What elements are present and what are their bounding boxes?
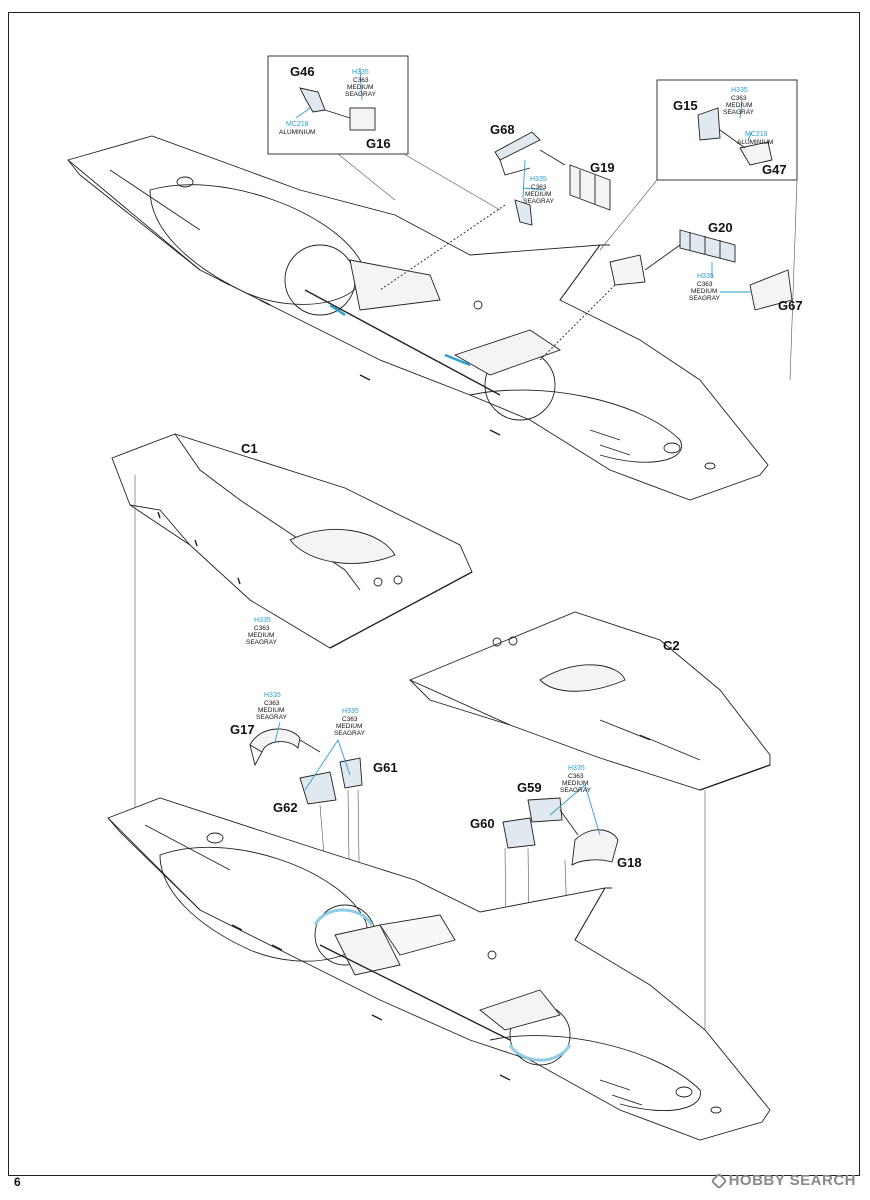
page-number: 6 bbox=[14, 1175, 21, 1189]
svg-text:SEAGRAY: SEAGRAY bbox=[256, 714, 288, 721]
svg-text:SEAGRAY: SEAGRAY bbox=[523, 198, 555, 205]
svg-text:H335: H335 bbox=[264, 692, 281, 699]
svg-text:MEDIUM: MEDIUM bbox=[248, 632, 274, 639]
svg-text:C363: C363 bbox=[264, 700, 280, 707]
watermark-text: HOBBY SEARCH bbox=[728, 1172, 856, 1189]
hobbysearch-logo-icon bbox=[710, 1172, 728, 1189]
label-g15: G15 bbox=[673, 98, 698, 113]
paint-callout-g61: H335 C363 MEDIUM SEAGRAY bbox=[334, 708, 366, 737]
upper-wing-assembly bbox=[67, 135, 769, 501]
page-border bbox=[8, 12, 860, 1176]
paint-callout-g16: H335 C363 MEDIUM SEAGRAY bbox=[345, 69, 377, 98]
svg-text:SEAGRAY: SEAGRAY bbox=[560, 787, 592, 794]
label-g59: G59 bbox=[517, 780, 542, 795]
paint-callout-c1: H335 C363 MEDIUM SEAGRAY bbox=[246, 617, 278, 646]
svg-text:MEDIUM: MEDIUM bbox=[691, 288, 717, 295]
parts-g17-g61-g62 bbox=[249, 721, 363, 931]
paint-callout-g18: H335 C363 MEDIUM SEAGRAY bbox=[560, 765, 592, 794]
label-g60: G60 bbox=[470, 816, 495, 831]
paint-h335: H335 bbox=[352, 69, 369, 76]
label-c2: C2 bbox=[663, 638, 680, 653]
watermark: HOBBY SEARCH bbox=[710, 1172, 856, 1189]
svg-text:C363: C363 bbox=[731, 95, 747, 102]
svg-text:C363: C363 bbox=[697, 281, 713, 288]
lower-wing-assembly bbox=[107, 797, 771, 1141]
svg-text:ALUMINIUM: ALUMINIUM bbox=[737, 139, 773, 146]
paint-name-1: MEDIUM bbox=[347, 84, 373, 91]
paint-callout-g15: H335 C363 MEDIUM SEAGRAY bbox=[723, 87, 755, 116]
label-g62: G62 bbox=[273, 800, 298, 815]
svg-text:MEDIUM: MEDIUM bbox=[258, 707, 284, 714]
label-g17: G17 bbox=[230, 722, 255, 737]
paint-aluminium: ALUMINIUM bbox=[279, 129, 315, 136]
parts-g20-g67 bbox=[539, 229, 793, 361]
paint-c363: C363 bbox=[353, 77, 369, 84]
part-c1-wing-panel bbox=[111, 433, 473, 820]
label-g20: G20 bbox=[708, 220, 733, 235]
paint-mc218: MC218 bbox=[286, 121, 309, 128]
parts-g68-g19 bbox=[379, 131, 611, 291]
svg-text:C363: C363 bbox=[254, 625, 270, 632]
svg-text:C363: C363 bbox=[342, 716, 358, 723]
svg-text:H335: H335 bbox=[568, 765, 585, 772]
svg-text:MEDIUM: MEDIUM bbox=[336, 723, 362, 730]
label-g61: G61 bbox=[373, 760, 398, 775]
svg-text:MEDIUM: MEDIUM bbox=[525, 191, 551, 198]
paint-callout-g20: H335 C363 MEDIUM SEAGRAY bbox=[689, 273, 721, 302]
label-c1: C1 bbox=[241, 441, 258, 456]
paint-callout-g68: H335 C363 MEDIUM SEAGRAY bbox=[523, 176, 555, 205]
label-g46: G46 bbox=[290, 64, 315, 79]
svg-text:H335: H335 bbox=[697, 273, 714, 280]
paint-callout-g46: MC218 ALUMINIUM bbox=[279, 121, 315, 136]
svg-text:SEAGRAY: SEAGRAY bbox=[689, 295, 721, 302]
svg-text:H335: H335 bbox=[530, 176, 547, 183]
label-g47: G47 bbox=[762, 162, 787, 177]
label-g67: G67 bbox=[778, 298, 803, 313]
label-g19: G19 bbox=[590, 160, 615, 175]
svg-text:MEDIUM: MEDIUM bbox=[726, 102, 752, 109]
label-g18: G18 bbox=[617, 855, 642, 870]
svg-text:SEAGRAY: SEAGRAY bbox=[334, 730, 366, 737]
inset-g15-g47 bbox=[599, 79, 798, 381]
svg-text:H335: H335 bbox=[342, 708, 359, 715]
paint-callout-g47: MC218 ALUMINIUM bbox=[737, 131, 773, 146]
svg-text:C363: C363 bbox=[568, 773, 584, 780]
svg-text:SEAGRAY: SEAGRAY bbox=[723, 109, 755, 116]
svg-text:H335: H335 bbox=[254, 617, 271, 624]
paint-callout-g17: H335 C363 MEDIUM SEAGRAY bbox=[256, 692, 288, 721]
svg-text:C363: C363 bbox=[531, 184, 547, 191]
part-c2-wing-panel bbox=[408, 611, 771, 1110]
inset-g46-g16 bbox=[267, 55, 501, 211]
svg-text:SEAGRAY: SEAGRAY bbox=[246, 639, 278, 646]
svg-text:MC218: MC218 bbox=[745, 131, 768, 138]
paint-name-2: SEAGRAY bbox=[345, 91, 377, 98]
label-g68: G68 bbox=[490, 122, 515, 137]
svg-text:H335: H335 bbox=[731, 87, 748, 94]
svg-text:MEDIUM: MEDIUM bbox=[562, 780, 588, 787]
label-g16: G16 bbox=[366, 136, 391, 151]
